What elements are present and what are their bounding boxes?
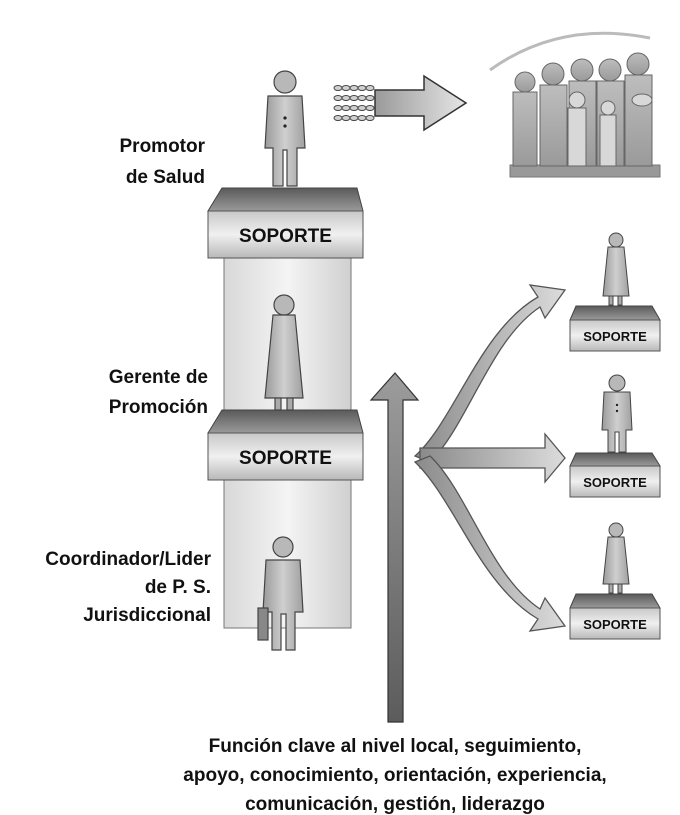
caption-line1: Función clave al nivel local, seguimient…	[209, 736, 582, 757]
label-promotor-line1: Promotor	[120, 136, 206, 157]
person-right-bottom-icon	[602, 522, 630, 594]
upward-arrow-icon	[369, 372, 420, 723]
label-gerente-line1: Gerente de	[109, 367, 208, 388]
caption: Función clave al nivel local, seguimient…	[183, 736, 606, 815]
label-coordinador-line1: Coordinador/Lider	[45, 549, 211, 570]
label-coordinador-line2: de P. S.	[145, 577, 211, 598]
platform-right-mid-label: SOPORTE	[583, 475, 647, 490]
label-promotor: Promotor de Salud	[120, 136, 206, 188]
label-coordinador-line3: Jurisdiccional	[83, 605, 211, 626]
caption-line3: comunicación, gestión, liderazgo	[245, 794, 545, 815]
platform-right-top-label: SOPORTE	[583, 329, 647, 344]
platform-right-bottom-label: SOPORTE	[583, 617, 647, 632]
fan-arrows-icon	[413, 284, 567, 632]
community-group-icon	[489, 31, 661, 178]
platform-main-top: SOPORTE	[207, 187, 364, 259]
label-promotor-line2: de Salud	[126, 167, 205, 188]
label-gerente-line2: Promoción	[109, 397, 208, 418]
platform-right-mid: SOPORTE	[569, 452, 661, 498]
person-coordinador-icon	[257, 536, 304, 651]
platform-main-mid-label: SOPORTE	[239, 448, 332, 469]
person-gerente-icon	[264, 294, 304, 411]
caption-line2: apoyo, conocimiento, orientación, experi…	[183, 765, 606, 786]
person-right-mid-icon	[601, 374, 633, 453]
dispatch-arrow-icon	[333, 74, 468, 132]
person-right-top-icon	[602, 232, 630, 306]
label-gerente: Gerente de Promoción	[109, 367, 208, 418]
person-promotor-icon	[264, 70, 306, 187]
label-coordinador: Coordinador/Lider de P. S. Jurisdicciona…	[45, 549, 211, 626]
platform-right-bottom: SOPORTE	[569, 593, 661, 640]
platform-main-mid: SOPORTE	[207, 409, 364, 481]
platform-main-top-label: SOPORTE	[239, 226, 332, 247]
platform-right-top: SOPORTE	[569, 305, 661, 352]
